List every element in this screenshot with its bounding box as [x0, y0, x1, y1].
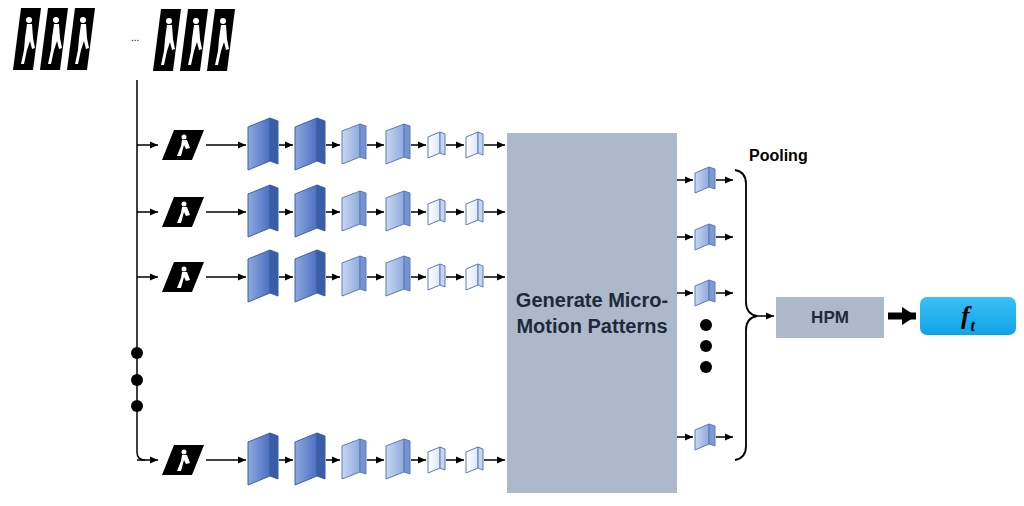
node-text: ft [961, 301, 975, 331]
node-text: HPM [811, 308, 849, 328]
process-box: Generate Micro-Motion Patterns [507, 133, 677, 493]
flow-arrow [888, 313, 916, 320]
process-box: HPM [776, 297, 884, 338]
node-text: Generate Micro-Motion Patterns [515, 287, 669, 339]
output-feature: ft [920, 297, 1016, 335]
subscript-text: t [971, 317, 975, 334]
node-label: HPM [811, 308, 849, 327]
pooling-brace [735, 170, 757, 460]
ellipsis-text: ... [131, 32, 139, 43]
stage-label: Pooling [749, 147, 808, 165]
brace-arrow [757, 315, 774, 317]
node-label: Generate Micro-Motion Patterns [516, 289, 668, 337]
conv-rows [137, 118, 505, 485]
node-label: f [961, 301, 970, 330]
input-frames [13, 8, 235, 71]
pooled-features [671, 167, 733, 450]
